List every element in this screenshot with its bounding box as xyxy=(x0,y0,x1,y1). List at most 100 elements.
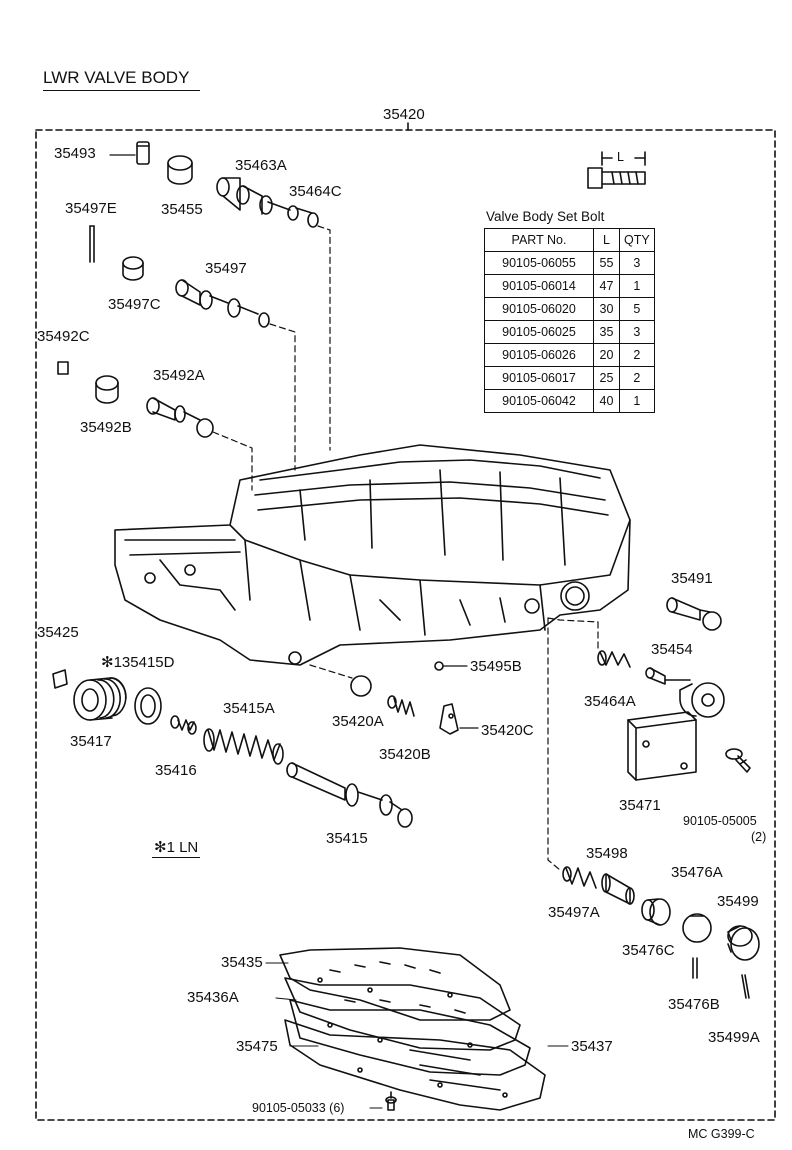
part-label-35436A: 35436A xyxy=(187,989,239,1006)
part-35495B-ball xyxy=(434,661,444,671)
col-header-part-no: PART No. xyxy=(484,228,594,252)
part-35498-plunger xyxy=(601,873,635,905)
part-label-35471: 35471 xyxy=(619,797,661,814)
part-90105-05033-bolt xyxy=(385,1091,397,1111)
part-label-35491: 35491 xyxy=(671,570,713,587)
assembly-boundary xyxy=(35,129,776,1121)
cell-part-no: 90105-06014 xyxy=(484,274,594,298)
part-label-35476C: 35476C xyxy=(622,942,675,959)
cell-l: 30 xyxy=(593,297,620,321)
part-label-35415: 35415 xyxy=(326,830,368,847)
part-label-35464C: 35464C xyxy=(289,183,342,200)
part-35492C-block xyxy=(57,361,69,375)
separator-plates xyxy=(279,947,546,1111)
part-label-135415D: ✻135415D xyxy=(101,654,175,671)
table-row: 90105-06014 47 1 xyxy=(484,274,655,298)
cell-part-no: 90105-06020 xyxy=(484,297,594,321)
assembly-label: 35420 xyxy=(383,106,425,123)
part-label-35497C: 35497C xyxy=(108,296,161,313)
part-35497E-pin xyxy=(89,225,95,263)
cell-qty: 2 xyxy=(619,366,655,390)
part-label-35416: 35416 xyxy=(155,762,197,779)
part-label-35498: 35498 xyxy=(586,845,628,862)
part-35454-valve xyxy=(645,667,725,718)
cell-l: 55 xyxy=(593,251,620,275)
table-row: 90105-06026 20 2 xyxy=(484,343,655,367)
part-label-35499: 35499 xyxy=(717,893,759,910)
cell-l: 40 xyxy=(593,389,620,413)
cell-part-no: 90105-06055 xyxy=(484,251,594,275)
part-35476C-sleeve xyxy=(641,898,671,926)
cell-qty: 2 xyxy=(619,343,655,367)
bolt-table: PART No. L QTY 90105-06055 55 3 90105-06… xyxy=(484,228,655,413)
cell-qty: 5 xyxy=(619,297,655,321)
part-90105-05005-bolt xyxy=(725,748,751,773)
part-35492B-plug xyxy=(95,375,119,404)
part-35415-valve xyxy=(286,762,413,828)
part-135415D-washer xyxy=(134,687,162,725)
part-35417-sleeve xyxy=(73,677,127,721)
col-header-qty: QTY xyxy=(619,228,655,252)
part-35471-plate xyxy=(627,711,697,781)
cell-qty: 3 xyxy=(619,320,655,344)
part-label-35425: 35425 xyxy=(37,624,79,641)
part-label-35455: 35455 xyxy=(161,201,203,218)
table-row: 90105-06042 40 1 xyxy=(484,389,655,413)
part-35420B-spring xyxy=(387,695,415,717)
part-35420A-ball xyxy=(350,675,372,697)
part-label-35492A: 35492A xyxy=(153,367,205,384)
cell-l: 20 xyxy=(593,343,620,367)
part-label-35492C: 35492C xyxy=(37,328,90,345)
part-35493-sleeve xyxy=(109,141,150,165)
leader-lines xyxy=(265,962,569,1109)
cell-part-no: 90105-06042 xyxy=(484,389,594,413)
table-row: 90105-06025 35 3 xyxy=(484,320,655,344)
part-35499A-pin xyxy=(741,974,750,999)
part-label-35476A: 35476A xyxy=(671,864,723,881)
part-35499-plug xyxy=(727,925,760,961)
cell-l: 47 xyxy=(593,274,620,298)
table-row: 90105-06055 55 3 xyxy=(484,251,655,275)
part-35497C-plug xyxy=(122,256,144,281)
part-label-35497E: 35497E xyxy=(65,200,117,217)
part-35491-plug xyxy=(666,597,722,631)
part-35497-valve xyxy=(175,279,270,328)
part-35455-plug xyxy=(167,155,193,185)
part-label-35417: 35417 xyxy=(70,733,112,750)
part-35425-block xyxy=(52,669,68,689)
part-35464A-spring xyxy=(597,650,631,668)
cell-part-no: 90105-06026 xyxy=(484,343,594,367)
part-35492A-valve xyxy=(146,397,214,438)
part-label-35420B: 35420B xyxy=(379,746,431,763)
part-label-35464A: 35464A xyxy=(584,693,636,710)
bolt-table-caption: Valve Body Set Bolt xyxy=(486,209,605,224)
cell-qty: 3 xyxy=(619,251,655,275)
valve-body-casting xyxy=(114,444,631,666)
part-label-35476B: 35476B xyxy=(668,996,720,1013)
cell-l: 25 xyxy=(593,366,620,390)
table-row: 90105-06017 25 2 xyxy=(484,366,655,390)
part-label-35497A: 35497A xyxy=(548,904,600,921)
part-label-35497: 35497 xyxy=(205,260,247,277)
table-header-row: PART No. L QTY xyxy=(484,228,655,252)
part-35420C-clip xyxy=(439,703,459,735)
part-35463A-valve xyxy=(216,177,319,228)
bolt-icon xyxy=(587,151,646,189)
cell-l: 35 xyxy=(593,320,620,344)
page-title: LWR VALVE BODY xyxy=(43,68,200,91)
part-label-35420C: 35420C xyxy=(481,722,534,739)
part-label-90105-05005: 90105-05005 xyxy=(683,814,757,828)
table-row: 90105-06020 30 5 xyxy=(484,297,655,321)
part-35497A-spring xyxy=(562,866,597,889)
part-35476A-plug xyxy=(682,913,712,943)
part-35416-spring xyxy=(170,715,197,735)
part-label-35463A: 35463A xyxy=(235,157,287,174)
part-label-35493: 35493 xyxy=(54,145,96,162)
cell-qty: 1 xyxy=(619,274,655,298)
part-label-90105-05033: 90105-05033 (6) xyxy=(252,1101,345,1115)
part-35415A-spring xyxy=(203,728,284,765)
col-header-l: L xyxy=(593,228,620,252)
part-label-35454: 35454 xyxy=(651,641,693,658)
